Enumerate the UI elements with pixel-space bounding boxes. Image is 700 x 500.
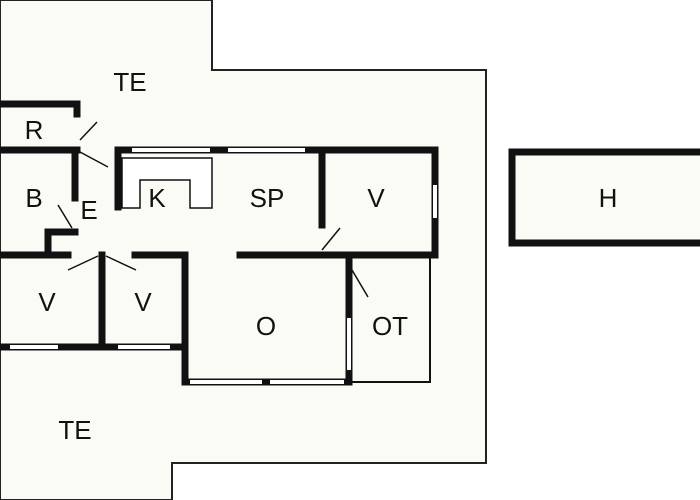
room-label-v-left: V (38, 287, 56, 317)
building-h (508, 148, 700, 247)
room-label-sp: SP (250, 183, 285, 213)
door-swings (57, 121, 369, 298)
room-label-v-right: V (367, 183, 385, 213)
room-label-k: K (148, 183, 166, 213)
room-label-o: O (256, 311, 276, 341)
kitchen-counter (121, 157, 213, 209)
room-labels: TE R B E K SP V V V O OT TE H (25, 67, 618, 445)
room-label-terrace-bottom: TE (58, 415, 91, 445)
room-label-ot: OT (372, 311, 408, 341)
room-label-h: H (599, 183, 618, 213)
plot-outline (0, 0, 487, 500)
room-label-e: E (80, 195, 97, 225)
room-label-r: R (25, 115, 44, 145)
room-label-v-middle: V (134, 287, 152, 317)
ot-thin-walls (349, 255, 431, 383)
windows (10, 148, 437, 384)
room-label-b: B (25, 183, 42, 213)
room-label-terrace-top: TE (113, 67, 146, 97)
